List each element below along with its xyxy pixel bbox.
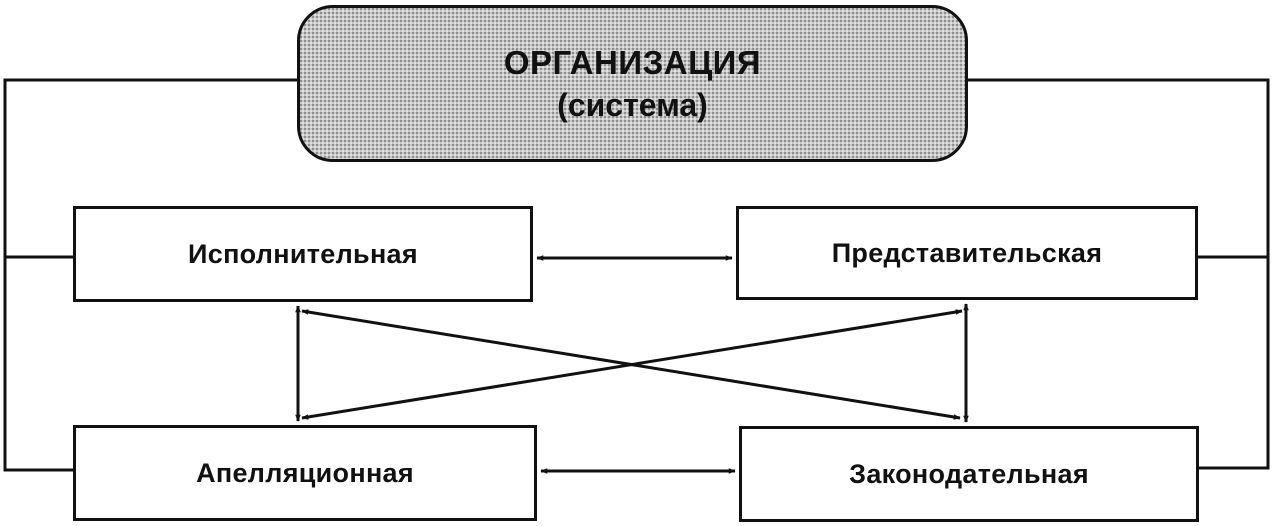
representative-node: Представительская bbox=[736, 206, 1198, 300]
frame-right-line bbox=[968, 78, 1270, 470]
legislative-node: Законодательная bbox=[739, 426, 1199, 522]
executive-node: Исполнительная bbox=[73, 206, 533, 302]
arrow-repr-appeal bbox=[301, 309, 963, 420]
appellate-node: Апелляционная bbox=[73, 425, 537, 521]
appellate-label: Апелляционная bbox=[196, 457, 414, 488]
legislative-label: Законодательная bbox=[849, 458, 1089, 489]
representative-label: Представительская bbox=[831, 237, 1103, 268]
root-title: ОРГАНИЗАЦИЯ bbox=[503, 43, 762, 81]
root-subtitle: (система) bbox=[557, 86, 708, 123]
frame-left-line bbox=[3, 78, 297, 472]
organization-root-node: ОРГАНИЗАЦИЯ (система) bbox=[297, 5, 968, 162]
executive-label: Исполнительная bbox=[188, 238, 418, 269]
